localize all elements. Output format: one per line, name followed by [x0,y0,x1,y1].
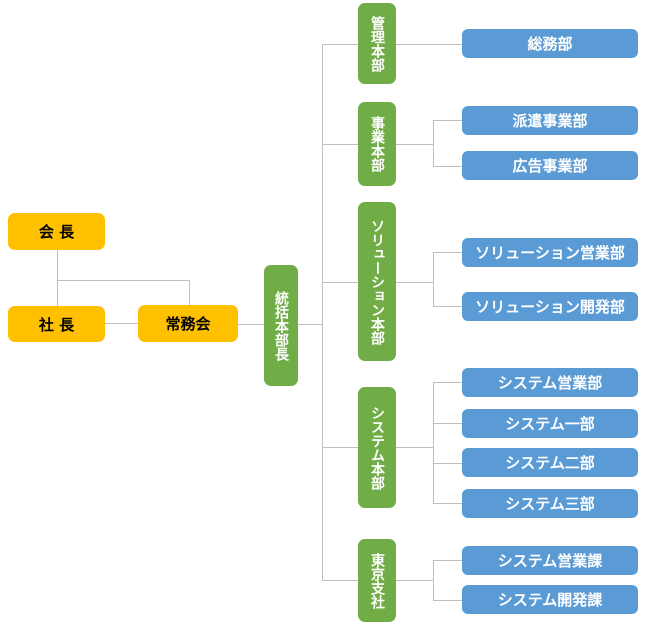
division-solution-headquarters: ソリューション本部 [358,202,396,361]
node-executive-board: 常務会 [138,305,238,342]
division-system-headquarters: システム本部 [358,387,396,508]
department-solution-sales: ソリューション営業部 [462,238,638,267]
department-advertising-business: 広告事業部 [462,151,638,180]
connector-line [189,280,190,305]
connector-line [396,447,433,448]
connector-line [238,324,264,325]
connector-line [433,382,434,504]
connector-line [396,580,433,581]
connector-line [396,282,433,283]
connector-line [396,144,433,145]
section-system-sales: システム営業課 [462,546,638,575]
connector-line [433,120,462,121]
connector-line [433,423,462,424]
connector-trunk-line [322,44,323,581]
department-general-affairs: 総務部 [462,29,638,58]
connector-line [433,382,462,383]
connector-line [433,166,462,167]
connector-line [433,120,434,167]
connector-line [433,252,434,307]
department-system-1: システム一部 [462,409,638,438]
connector-line [433,306,462,307]
division-admin-headquarters: 管理本部 [358,3,396,84]
connector-line [57,250,58,306]
node-president: 社 長 [8,306,105,342]
connector-line [322,580,358,581]
department-dispatch-business: 派遣事業部 [462,106,638,135]
connector-line [433,252,462,253]
department-system-3: システム三部 [462,489,638,518]
division-business-headquarters: 事業本部 [358,102,396,186]
connector-line [433,560,434,601]
connector-line [322,144,358,145]
connector-line [433,503,462,504]
section-system-development: システム開発課 [462,585,638,614]
connector-line [396,44,462,45]
division-tokyo-branch: 東京支社 [358,539,396,622]
department-system-sales: システム営業部 [462,368,638,397]
connector-line [57,280,190,281]
connector-line [433,463,462,464]
department-solution-development: ソリューション開発部 [462,292,638,321]
connector-line [322,447,358,448]
department-system-2: システム二部 [462,448,638,477]
connector-line [322,282,358,283]
connector-line [433,600,462,601]
connector-line [433,560,462,561]
connector-line [298,324,322,325]
connector-line [105,323,138,324]
connector-line [322,44,358,45]
node-chief-of-divisions: 統括本部長 [264,265,298,386]
node-chairman: 会 長 [8,213,105,250]
